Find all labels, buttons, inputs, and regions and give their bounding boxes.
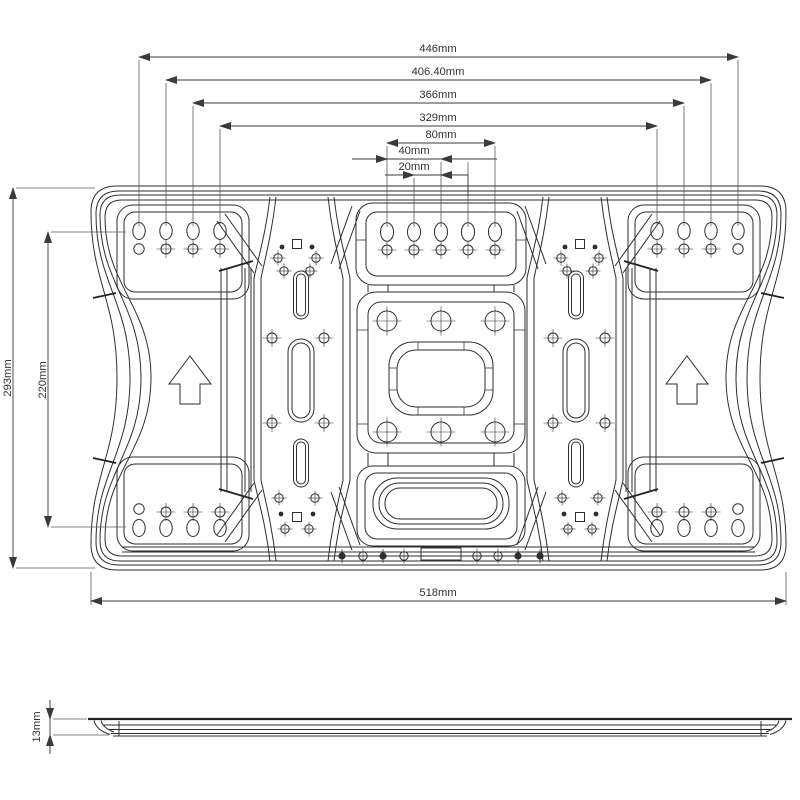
diagonal-struts	[216, 205, 661, 551]
corner-pad-top-left	[116, 204, 250, 300]
side-view	[88, 717, 792, 737]
bracket-outer-frame	[90, 185, 787, 571]
corner-pad-bottom-left	[116, 456, 250, 552]
corner-pad-top-right	[627, 204, 761, 300]
center-vesa-plate	[356, 285, 526, 466]
right-arm-plate	[526, 196, 659, 562]
center-bottom-plate	[356, 465, 526, 547]
dim-label-20: 20mm	[398, 161, 429, 173]
dimension-329mm: 329mm	[219, 112, 658, 130]
dimension-406mm: 406.40mm	[165, 66, 712, 84]
dim-label-406: 406.40mm	[412, 66, 465, 78]
dim-label-366: 366mm	[419, 89, 456, 101]
dimension-220mm: 220mm	[37, 231, 52, 528]
left-arm-plate	[218, 196, 351, 562]
up-arrow-icon	[168, 355, 212, 405]
front-view	[90, 185, 787, 571]
dim-label-80: 80mm	[425, 129, 456, 141]
dimension-80mm: 80mm	[386, 129, 496, 147]
up-arrow-icon	[665, 355, 709, 405]
dim-label-220: 220mm	[37, 361, 49, 398]
dim-label-40: 40mm	[398, 145, 429, 157]
dimension-446mm: 446mm	[138, 43, 739, 61]
dimension-40mm: 40mm	[352, 145, 497, 163]
dimension-extension-lines	[16, 60, 787, 736]
dimension-293mm: 293mm	[2, 187, 17, 569]
dim-label-518: 518mm	[419, 587, 456, 599]
dim-label-329: 329mm	[419, 112, 456, 124]
bottom-rail-holes	[338, 547, 544, 564]
dim-label-13: 13mm	[31, 711, 43, 742]
dim-label-293: 293mm	[2, 359, 14, 396]
dimension-518mm: 518mm	[90, 587, 787, 605]
corner-pad-bottom-right	[627, 456, 761, 552]
dimension-20mm: 20mm	[385, 161, 469, 196]
dim-label-446: 446mm	[419, 43, 456, 55]
dimension-13mm: 13mm	[31, 700, 54, 754]
dimension-366mm: 366mm	[192, 89, 685, 107]
